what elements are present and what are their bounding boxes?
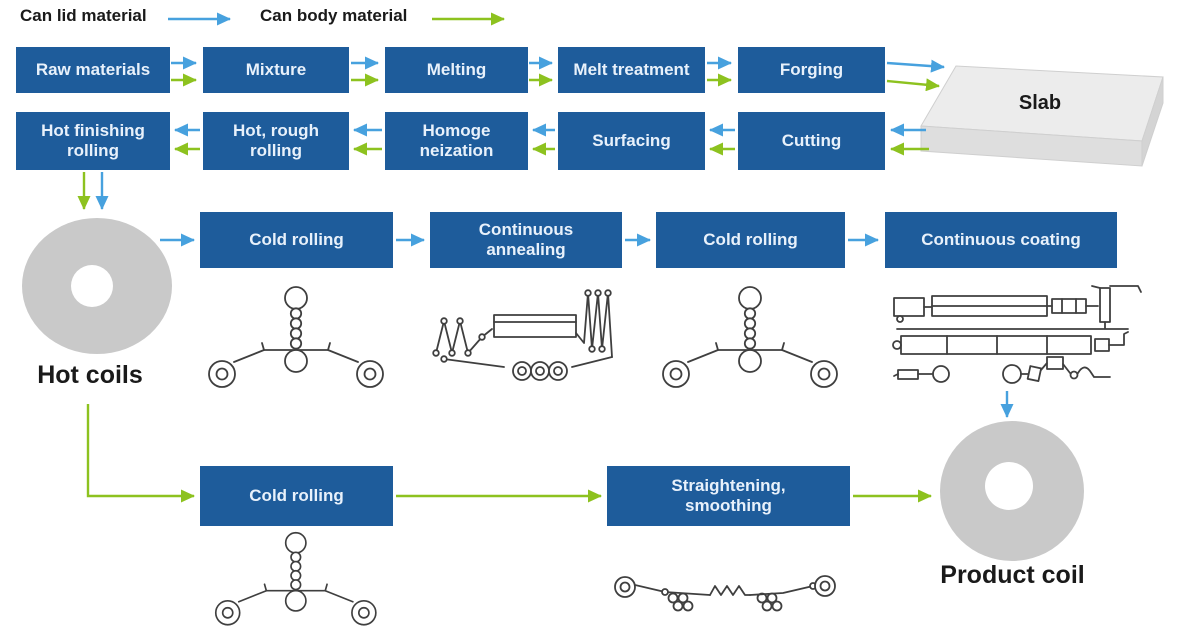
process-box-cold-rolling-2: Cold rolling [656,212,845,268]
process-box-cold-rolling-1: Cold rolling [200,212,393,268]
cold-rolling-mill-schematic-3 [214,531,377,626]
process-box-surfacing: Surfacing [558,112,705,170]
hot-coils-label: Hot coils [37,361,143,389]
process-box-continuous-coating: Continuous coating [885,212,1117,268]
legend-body-label: Can body material [260,6,408,25]
process-box-forging: Forging [738,47,885,93]
slab-shape [920,65,1164,167]
process-box-raw-materials: Raw materials [16,47,170,93]
cold-rolling-mill-schematic-2 [662,286,838,388]
legend-lid-label: Can lid material [20,6,147,25]
product-coil-label: Product coil [940,561,1085,589]
process-box-melt-treatment: Melt treatment [558,47,705,93]
can-lid-material-arrows [95,12,1014,418]
process-box-homogeneization: Homoge neization [385,112,528,170]
process-box-cutting: Cutting [738,112,885,170]
product-coil-icon [940,421,1084,561]
straightening-smoothing-schematic [614,575,836,612]
hot-coils-icon [22,218,172,354]
process-box-straightening-smoothing: Straightening, smoothing [607,466,850,526]
process-box-hot-rough-rolling: Hot, rough rolling [203,112,349,170]
cold-rolling-mill-schematic-1 [208,286,384,388]
process-box-continuous-annealing: Continuous annealing [430,212,622,268]
process-box-cold-rolling-3: Cold rolling [200,466,393,526]
process-box-melting: Melting [385,47,528,93]
process-box-mixture: Mixture [203,47,349,93]
slab-label: Slab [1018,92,1062,114]
process-box-hot-finishing-rolling: Hot finishing rolling [16,112,170,170]
continuous-annealing-schematic [432,289,613,381]
continuous-coating-schematic [892,285,1142,384]
can-body-material-arrows [77,12,940,503]
